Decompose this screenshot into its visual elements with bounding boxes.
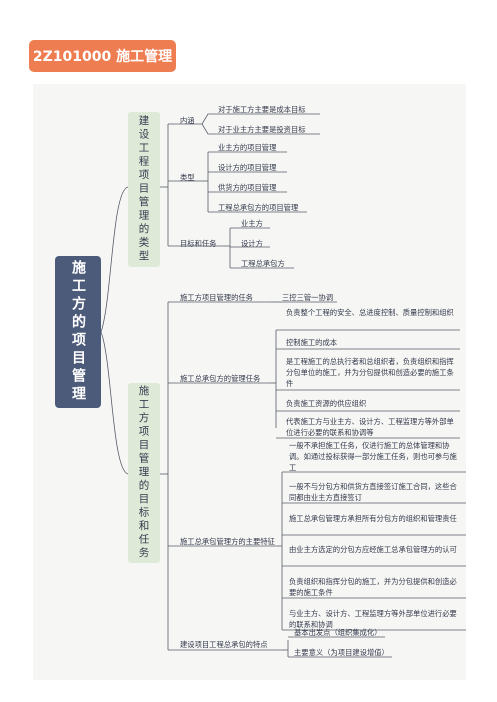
page-title: 2Z101000 施工管理 xyxy=(29,40,176,72)
group-node[interactable]: 内涵 xyxy=(180,116,195,125)
leaf-node[interactable]: 负责施工资源的供应组织 xyxy=(286,399,367,408)
leaf-node[interactable]: 一般不承担施工任务，仅进行施工的总体管理和协调。如通过投标获得一部分施工任务，则… xyxy=(289,441,457,472)
leaf-node[interactable]: 工程总承包方 xyxy=(241,259,285,268)
leaf-node[interactable]: 设计方的项目管理 xyxy=(218,163,277,172)
leaf-node[interactable]: 负责整个工程的安全、总进度控制、质量控制和组织 xyxy=(286,308,454,317)
leaf-node[interactable]: 是工程施工的总执行者和总组织者，负责组织和指挥分包单位的施工，并为分包提供和创造… xyxy=(286,357,454,388)
branch-node-types[interactable]: 建设工程项目管理的类型 xyxy=(128,112,160,267)
leaf-node[interactable]: 工程总承包方的项目管理 xyxy=(218,203,299,212)
leaf-node[interactable]: 基本出发点（组织集成化） xyxy=(294,628,382,637)
branch-node-targets[interactable]: 施工方项目管理的目标和任务 xyxy=(128,383,160,563)
leaf-node[interactable]: 三控三管一协调 xyxy=(282,293,334,302)
leaf-node[interactable]: 一般不与分包方和供货方直接签订施工合同，这些合同都由业主方直接签订 xyxy=(289,482,457,502)
leaf-node[interactable]: 业主方 xyxy=(241,219,263,228)
group-node[interactable]: 类型 xyxy=(180,173,195,182)
group-node[interactable]: 建设项目工程总承包的特点 xyxy=(180,640,268,649)
leaf-node[interactable]: 代表施工方与业主方、设计方、工程监理方等外部单位进行必要的联系和协调等 xyxy=(286,417,454,437)
leaf-node[interactable]: 设计方 xyxy=(241,239,263,248)
leaf-node[interactable]: 主要意义（为项目建设增值） xyxy=(294,648,389,657)
leaf-node[interactable]: 负责组织和指挥分包的施工，并为分包提供和创造必要的施工条件 xyxy=(289,577,457,597)
leaf-node[interactable]: 对于业主方主要是投资目标 xyxy=(218,125,306,134)
group-node[interactable]: 施工总承包管理方的主要特征 xyxy=(180,537,275,546)
leaf-node[interactable]: 业主方的项目管理 xyxy=(218,143,277,152)
leaf-node[interactable]: 施工总承包管理方承担所有分包方的组织和管理责任 xyxy=(289,514,457,523)
group-node[interactable]: 施工方项目管理的任务 xyxy=(180,293,253,302)
leaf-node[interactable]: 控制施工的成本 xyxy=(286,338,338,347)
leaf-node[interactable]: 供货方的项目管理 xyxy=(218,183,277,192)
leaf-node[interactable]: 对于施工方主要是成本目标 xyxy=(218,105,306,114)
leaf-node[interactable]: 与业主方、设计方、工程监理方等外部单位进行必要的联系和协调 xyxy=(289,609,457,629)
root-node[interactable]: 施工方的项目管理 xyxy=(55,256,101,408)
leaf-node[interactable]: 由业主方选定的分包方应经施工总承包管理方的认可 xyxy=(289,545,457,554)
group-node[interactable]: 施工总承包方的管理任务 xyxy=(180,374,261,383)
group-node[interactable]: 目标和任务 xyxy=(180,239,217,248)
